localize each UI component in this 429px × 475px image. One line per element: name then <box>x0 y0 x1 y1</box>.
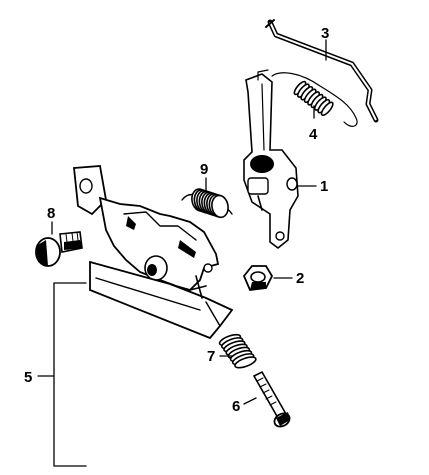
callout-9: 9 <box>200 161 208 178</box>
callout-2: 2 <box>296 270 304 287</box>
extension-spring-part <box>271 72 358 127</box>
flange-bolt-part <box>35 231 83 267</box>
callout-8: 8 <box>47 205 55 222</box>
throttle-arm-bracket-part <box>243 69 299 250</box>
coil-spring-part <box>181 188 233 219</box>
callout-5: 5 <box>24 369 32 386</box>
link-rod-part <box>265 19 379 123</box>
callout-7: 7 <box>207 348 215 365</box>
callout-1: 1 <box>320 178 328 195</box>
control-plate-part <box>73 165 234 340</box>
callout-3: 3 <box>321 25 329 42</box>
spring-coil <box>234 356 257 369</box>
spring-coil <box>320 101 334 117</box>
leader-lines <box>37 39 327 467</box>
callout-6: 6 <box>232 398 240 415</box>
callout-4: 4 <box>309 126 318 143</box>
hex-nut-part <box>242 265 274 291</box>
screw-part <box>252 370 291 428</box>
compression-spring-part <box>218 333 257 369</box>
spring-coil <box>211 194 229 219</box>
